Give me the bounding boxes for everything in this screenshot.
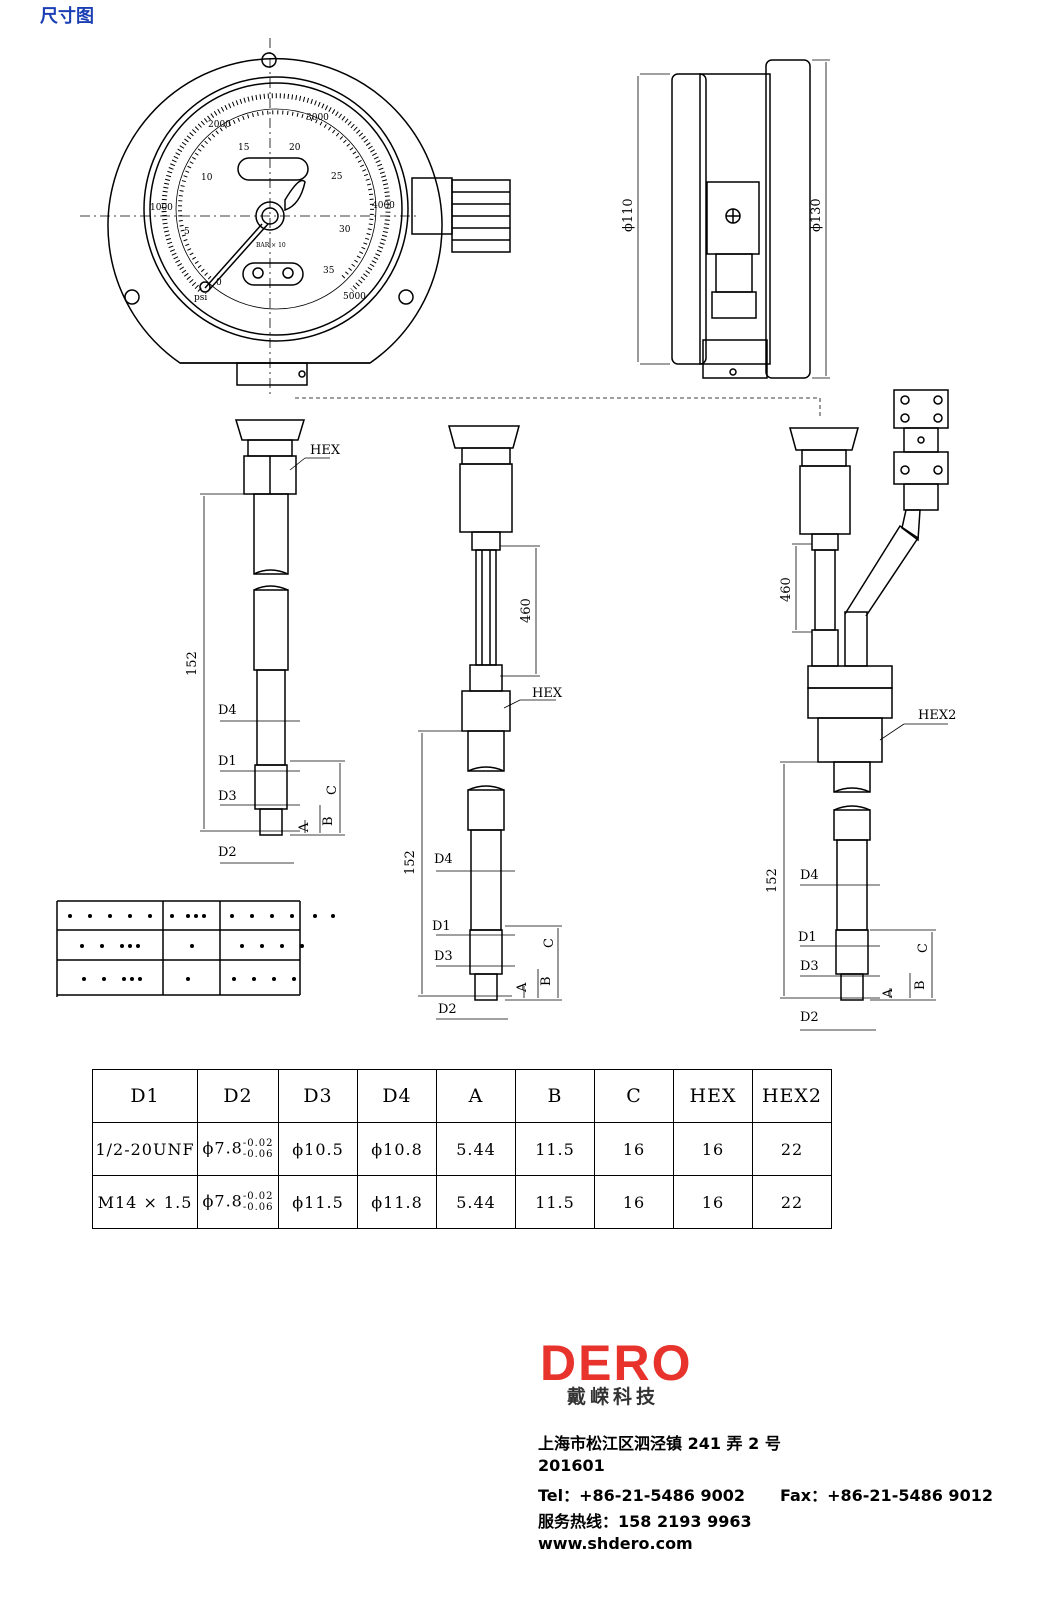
probe-2 — [418, 425, 562, 1020]
cell-d4: ϕ11.8 — [357, 1175, 437, 1229]
probe-3 — [780, 389, 949, 1031]
probe1-b: B — [321, 816, 336, 826]
cell-a: 5.44 — [436, 1175, 516, 1229]
probe3-152: 152 — [765, 868, 780, 893]
company-logo: DERO — [540, 1334, 692, 1392]
bar-0: 0 — [216, 278, 222, 288]
cell-b: 11.5 — [515, 1175, 595, 1229]
cell-hex: 16 — [673, 1175, 753, 1229]
center-lines — [80, 38, 821, 418]
cell-d3: ϕ10.5 — [278, 1122, 358, 1176]
logo-text: DERO — [540, 1335, 693, 1391]
cell-d4: ϕ10.8 — [357, 1122, 437, 1176]
service-hotline: 服务热线：158 2193 9963 — [538, 1512, 752, 1531]
psi-5000: 5000 — [343, 292, 366, 302]
gauge-front — [107, 52, 511, 386]
bar-20: 20 — [289, 143, 301, 153]
cell-hex: 16 — [673, 1122, 753, 1176]
probe1-hex: HEX — [310, 443, 341, 458]
dimension-drawing: 1000 2000 3000 4000 5000 0 5 10 15 20 25… — [56, 38, 956, 1031]
telephone: Tel：+86-21-5486 9002 — [538, 1486, 745, 1505]
probe3-d2: D2 — [800, 1010, 819, 1025]
probe2-d4: D4 — [434, 852, 453, 867]
cell-b: 11.5 — [515, 1122, 595, 1176]
probe3-d1: D1 — [798, 930, 817, 945]
header-d3: D3 — [278, 1069, 358, 1123]
probe2-d3: D3 — [434, 949, 453, 964]
probe1-d1: D1 — [218, 754, 237, 769]
website: www.shdero.com — [538, 1534, 693, 1553]
gauge-labels: 1000 2000 3000 4000 5000 0 5 10 15 20 25… — [150, 113, 395, 303]
cell-d2: ϕ7.8-0.02-0.06 — [197, 1122, 279, 1176]
company-name-cn: 戴嵘科技 — [567, 1386, 660, 1408]
probe1-d3: D3 — [218, 789, 237, 804]
psi-4000: 4000 — [372, 201, 395, 211]
probe2-c: C — [542, 938, 557, 948]
probe1-152: 152 — [185, 651, 200, 676]
probe3-hex2: HEX2 — [918, 708, 956, 723]
table-row: 1/2-20UNF ϕ7.8-0.02-0.06 ϕ10.5 ϕ10.8 5.4… — [92, 1122, 832, 1176]
probe3-d3: D3 — [800, 959, 819, 974]
header-d4: D4 — [357, 1069, 437, 1123]
cell-hex2: 22 — [752, 1122, 832, 1176]
header-d2: D2 — [197, 1069, 279, 1123]
probe1-c: C — [325, 785, 340, 795]
probe1-d2: D2 — [218, 845, 237, 860]
psi-3000: 3000 — [306, 113, 329, 123]
probe2-460: 460 — [519, 598, 534, 623]
cell-c: 16 — [594, 1122, 674, 1176]
bar-5: 5 — [184, 227, 190, 237]
bar-30: 30 — [339, 225, 351, 235]
table-header: D1 D2 D3 D4 A B C HEX HEX2 — [92, 1069, 832, 1123]
dia-130: ϕ130 — [809, 198, 824, 232]
probe3-a: A — [881, 988, 896, 999]
gauge-side — [637, 59, 830, 379]
probe3-b: B — [913, 980, 928, 990]
header-hex2: HEX2 — [752, 1069, 832, 1123]
header-c: C — [594, 1069, 674, 1123]
probe2-d1: D1 — [432, 919, 451, 934]
probe2-hex: HEX — [532, 686, 563, 701]
unit-psi: psi — [194, 293, 207, 303]
unit-bar: BAR × 10 — [256, 242, 286, 249]
probe1-a: A — [297, 822, 312, 833]
cell-c: 16 — [594, 1175, 674, 1229]
cell-d3: ϕ11.5 — [278, 1175, 358, 1229]
cell-d1: 1/2-20UNF — [92, 1122, 198, 1176]
probe3-d4: D4 — [800, 868, 819, 883]
dia-110: ϕ110 — [621, 198, 636, 232]
header-d1: D1 — [92, 1069, 198, 1123]
psi-1000: 1000 — [150, 203, 173, 213]
fax: Fax：+86-21-5486 9012 — [780, 1486, 993, 1505]
spec-table: D1 D2 D3 D4 A B C HEX HEX2 1/2-20UNF ϕ7.… — [92, 1069, 832, 1229]
table-row: M14 × 1.5 ϕ7.8-0.02-0.06 ϕ11.5 ϕ11.8 5.4… — [92, 1175, 832, 1229]
bar-25: 25 — [331, 172, 343, 182]
cell-a: 5.44 — [436, 1122, 516, 1176]
probe2-a: A — [515, 982, 530, 993]
header-hex: HEX — [673, 1069, 753, 1123]
section-title: 尺寸图 — [40, 6, 94, 27]
probe3-460: 460 — [779, 577, 794, 602]
probe2-d2: D2 — [438, 1002, 457, 1017]
bar-15: 15 — [238, 143, 250, 153]
probe1-d4: D4 — [218, 703, 237, 718]
cell-hex2: 22 — [752, 1175, 832, 1229]
bar-35: 35 — [323, 266, 335, 276]
cell-d1: M14 × 1.5 — [92, 1175, 198, 1229]
probe2-152: 152 — [403, 850, 418, 875]
psi-2000: 2000 — [208, 120, 231, 130]
header-a: A — [436, 1069, 516, 1123]
header-b: B — [515, 1069, 595, 1123]
legend-box — [56, 900, 301, 997]
address: 上海市松江区泗泾镇 241 弄 2 号 — [538, 1434, 781, 1453]
probe-1 — [200, 419, 345, 864]
postcode: 201601 — [538, 1456, 605, 1475]
probe3-c: C — [916, 943, 931, 953]
probe2-b: B — [539, 976, 554, 986]
legend-dots — [68, 914, 335, 981]
cell-d2: ϕ7.8-0.02-0.06 — [197, 1175, 279, 1229]
bar-10: 10 — [201, 173, 213, 183]
